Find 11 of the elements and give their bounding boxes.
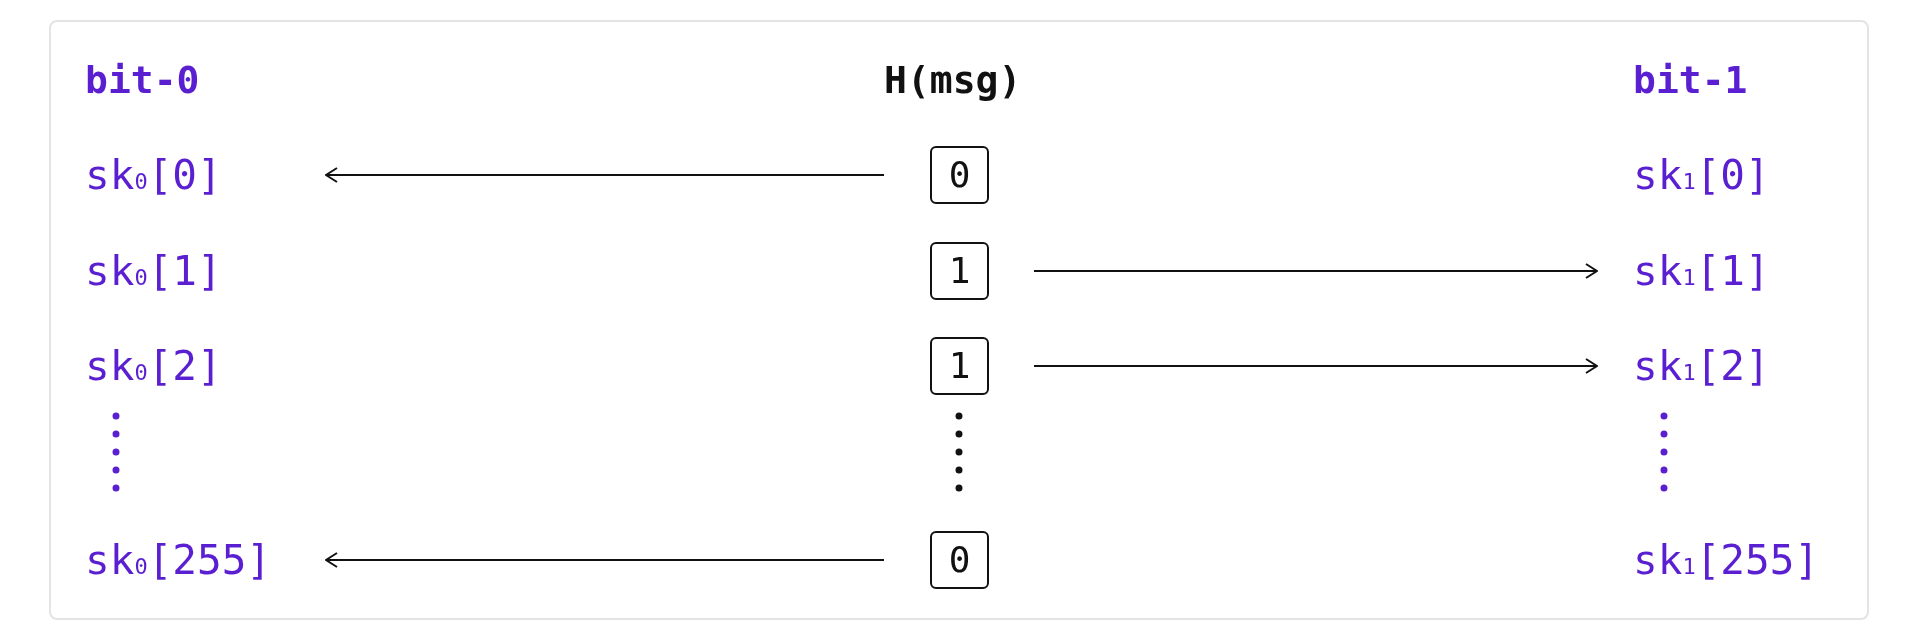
column-heading: bit-0 — [85, 58, 200, 102]
hash-bit-box: 0 — [930, 146, 989, 204]
hash-bit-box: 1 — [930, 242, 989, 300]
arrow — [325, 167, 885, 183]
column-heading: H(msg) — [884, 58, 1022, 102]
arrow — [1033, 358, 1598, 374]
column-heading: bit-1 — [1633, 58, 1748, 102]
arrow — [325, 552, 885, 568]
arrow — [1033, 263, 1598, 279]
hash-bit-box: 0 — [930, 531, 989, 589]
hash-bit-box: 1 — [930, 337, 989, 395]
